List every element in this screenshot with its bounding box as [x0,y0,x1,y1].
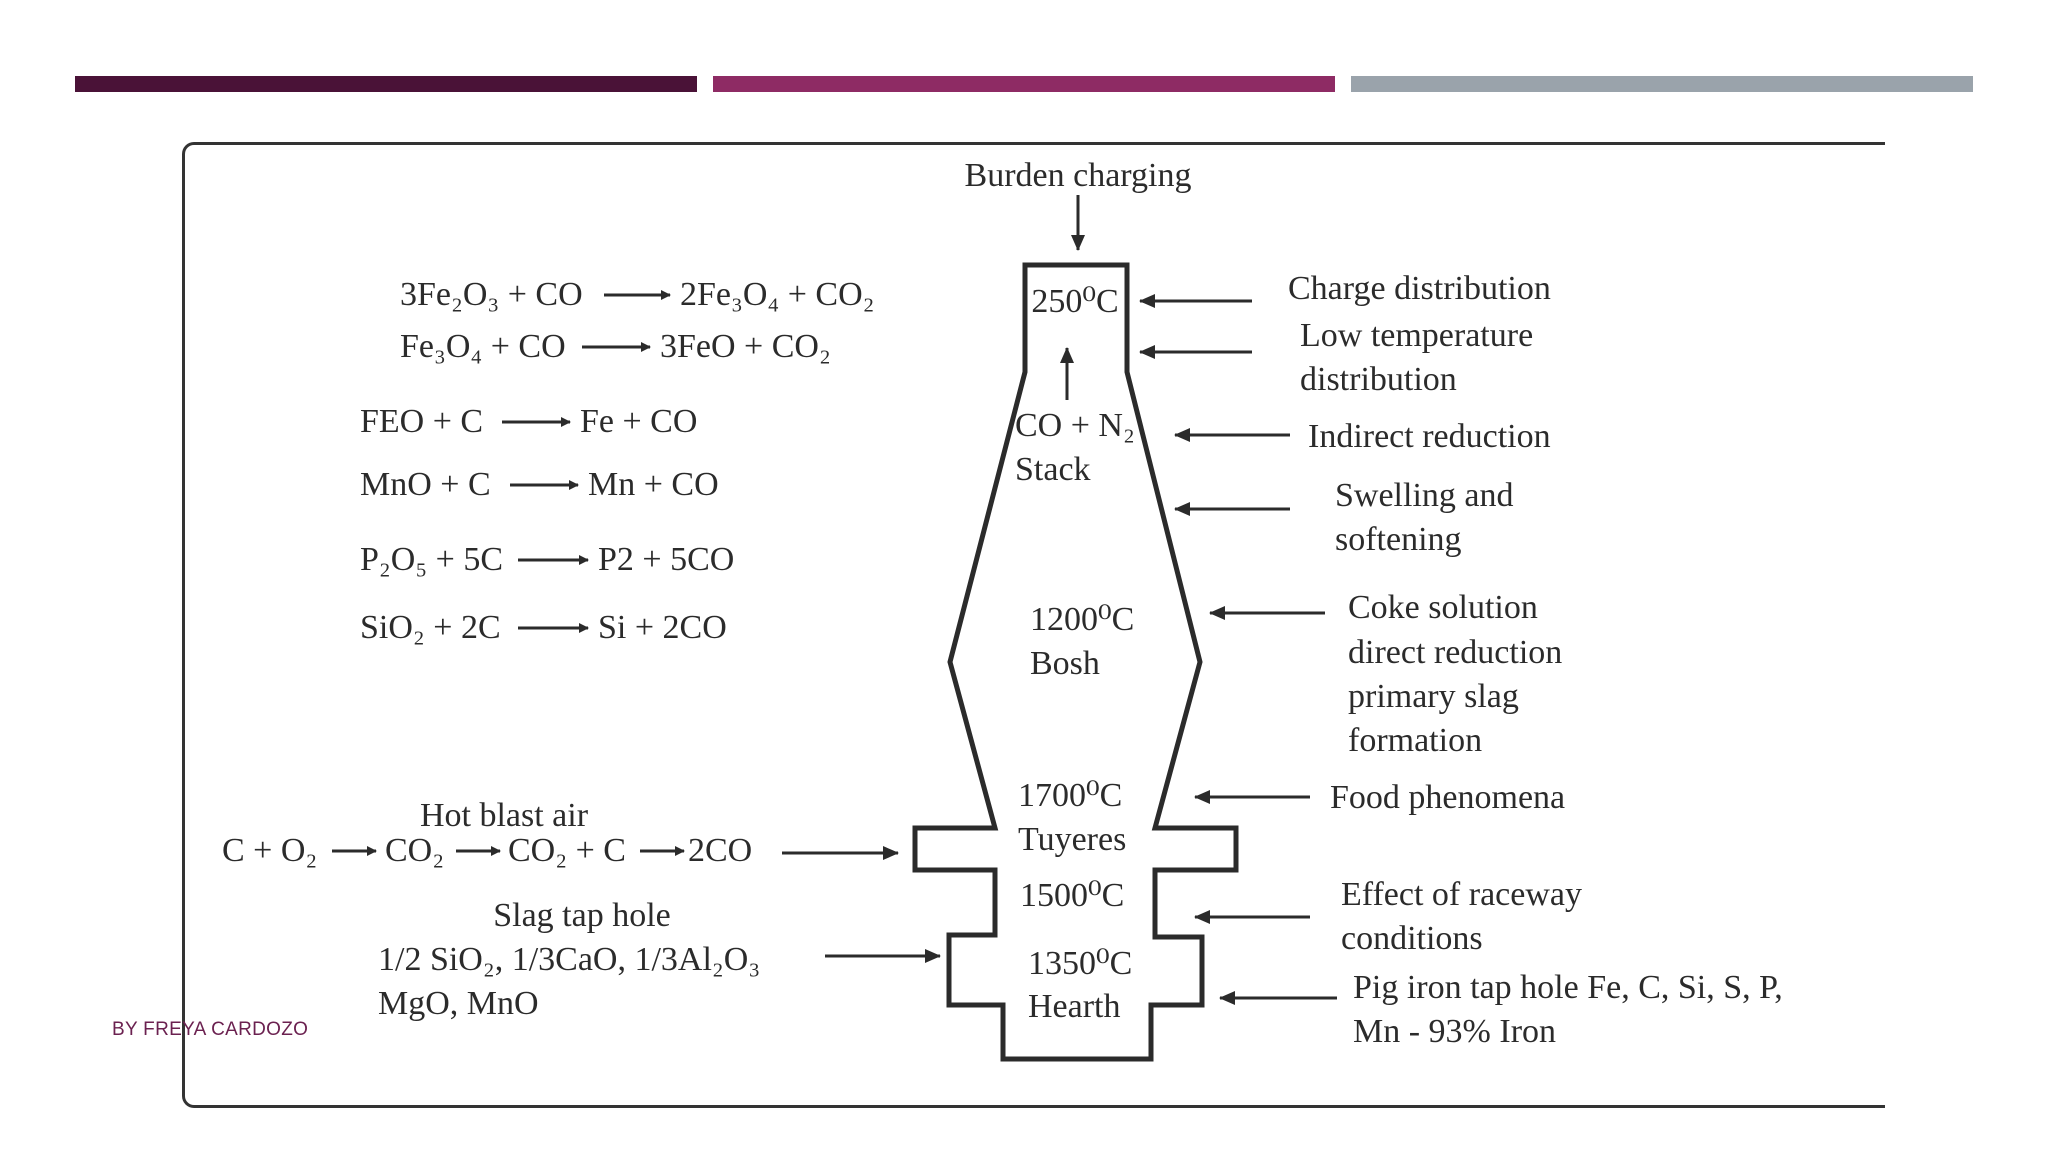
slag-line-2: MgO, MnO [378,985,539,1022]
low-temp-label-2: distribution [1300,361,1457,398]
reaction-4-left: MnO + C [360,466,491,503]
burden-charging-label: Burden charging [965,157,1192,194]
stack-label: Stack [1015,451,1091,488]
hot-blast-c2: CO₂ [385,832,444,869]
hot-blast-c4: 2CO [688,832,752,869]
hearth-label: Hearth [1028,988,1121,1025]
accent-bar-magenta [713,76,1335,92]
reaction-1-left: 3Fe₂O₃ + CO [400,276,583,313]
coke-label-3: primary slag [1348,678,1519,715]
slag-title: Slag tap hole [493,897,671,934]
stack-gas-label: CO + N₂ [1015,407,1135,444]
tuyeres-label: Tuyeres [1018,821,1126,858]
hot-blast-c3: CO₂ + C [508,832,626,869]
tuyeres-temp-label: 1700⁰C [1018,777,1122,814]
hearth-temp-label: 1350⁰C [1028,945,1132,982]
author-footer: BY FREYA CARDOZO [112,1019,309,1040]
pig-iron-label-2: Mn - 93% Iron [1353,1013,1556,1050]
food-phenomena-label: Food phenomena [1330,779,1565,816]
reaction-5-right: P2 + 5CO [598,541,734,578]
hot-blast-c1: C + O₂ [222,832,317,869]
swelling-label-1: Swelling and [1335,477,1513,514]
indirect-reduction-label: Indirect reduction [1308,418,1551,455]
accent-bar-grey [1351,76,1973,92]
accent-bar-dark [75,76,697,92]
swelling-label-2: softening [1335,521,1462,558]
reaction-2-left: Fe₃O₄ + CO [400,328,566,365]
bosh-label: Bosh [1030,645,1100,682]
reaction-4-right: Mn + CO [588,466,719,503]
pig-iron-label-1: Pig iron tap hole Fe, C, Si, S, P, [1353,969,1783,1006]
hot-blast-title: Hot blast air [420,797,589,834]
reaction-5-left: P₂O₅ + 5C [360,541,503,578]
coke-label-2: direct reduction [1348,634,1562,671]
diagram-frame [182,142,1885,1108]
raceway-temp-label: 1500⁰C [1020,877,1124,914]
coke-label-1: Coke solution [1348,589,1538,626]
coke-label-4: formation [1348,722,1482,759]
reaction-3-right: Fe + CO [580,403,697,440]
raceway-label-2: conditions [1341,920,1483,957]
raceway-label-1: Effect of raceway [1341,876,1582,913]
bosh-temp-label: 1200⁰C [1030,601,1134,638]
slag-line-1: 1/2 SiO₂, 1/3CaO, 1/3Al₂O₃ [378,941,760,978]
reaction-6-left: SiO₂ + 2C [360,609,501,646]
charge-distribution-label: Charge distribution [1288,270,1551,307]
reaction-6-right: Si + 2CO [598,609,727,646]
low-temp-label-1: Low temperature [1300,317,1533,354]
reaction-3-left: FEO + C [360,403,483,440]
reaction-2-right: 3FeO + CO₂ [660,328,831,365]
furnace-outline [912,262,1239,1062]
reaction-1-right: 2Fe₃O₄ + CO₂ [680,276,875,313]
top-temp-label: 250⁰C [1031,283,1118,320]
